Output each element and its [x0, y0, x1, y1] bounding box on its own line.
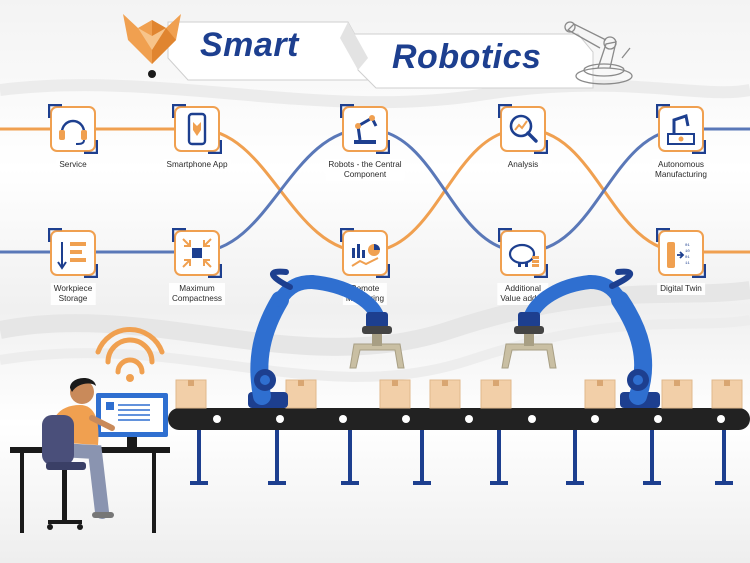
feature-robots — [340, 104, 390, 154]
feature-analysis — [498, 104, 548, 154]
blue-wave — [0, 127, 750, 254]
headset-icon — [48, 104, 98, 154]
wifi-icon — [95, 326, 165, 375]
svg-text:11: 11 — [685, 262, 690, 266]
feature-label-compact: Maximum Compactness — [168, 283, 226, 305]
magnifier-chart-icon — [498, 104, 548, 154]
feature-label-service: Service — [56, 159, 90, 171]
storage-shelf-icon — [48, 228, 98, 278]
feature-monitoring — [340, 228, 390, 278]
monitoring-chart-icon — [340, 228, 390, 278]
compress-arrows-icon — [172, 228, 222, 278]
conveyor-rollers — [213, 415, 725, 423]
digital-twin-icon: 01 10 01 11 — [656, 228, 706, 278]
feature-label-twin: Digital Twin — [657, 283, 705, 295]
feature-storage — [48, 228, 98, 278]
robot-arm-right — [501, 268, 660, 408]
feature-label-storage: Workpiece Storage — [50, 283, 96, 305]
feature-label-autonomous: Autonomous Manufacturing — [652, 159, 710, 181]
operator-workstation — [10, 326, 170, 533]
feature-label-smartphone: Smartphone App — [163, 159, 231, 171]
robot-arm-sketch-icon — [564, 21, 633, 85]
svg-text:01: 01 — [685, 256, 690, 260]
feature-smartphone — [172, 104, 222, 154]
header-banner — [167, 21, 594, 89]
feature-twin: 01 10 01 11 — [656, 228, 706, 278]
feature-label-robots: Robots - the Central Component — [325, 159, 405, 181]
svg-text:01: 01 — [685, 244, 690, 248]
feature-service — [48, 104, 98, 154]
smartphone-icon — [172, 104, 222, 154]
robot-arm-left — [248, 268, 405, 408]
feature-autonomous — [656, 104, 706, 154]
piggy-bank-icon — [498, 228, 548, 278]
office-chair — [42, 415, 86, 530]
svg-text:10: 10 — [685, 250, 690, 254]
conveyor-legs — [190, 428, 733, 485]
fox-logo-icon — [123, 14, 181, 78]
feature-compact — [172, 228, 222, 278]
title-smart: Smart — [200, 26, 299, 64]
title-robotics: Robotics — [392, 38, 542, 76]
feature-label-analysis: Analysis — [504, 159, 542, 171]
robot-station-icon — [656, 104, 706, 154]
robot-arm-icon — [340, 104, 390, 154]
feature-value — [498, 228, 548, 278]
cardboard-boxes — [175, 379, 743, 409]
conveyor-belt — [168, 408, 750, 430]
